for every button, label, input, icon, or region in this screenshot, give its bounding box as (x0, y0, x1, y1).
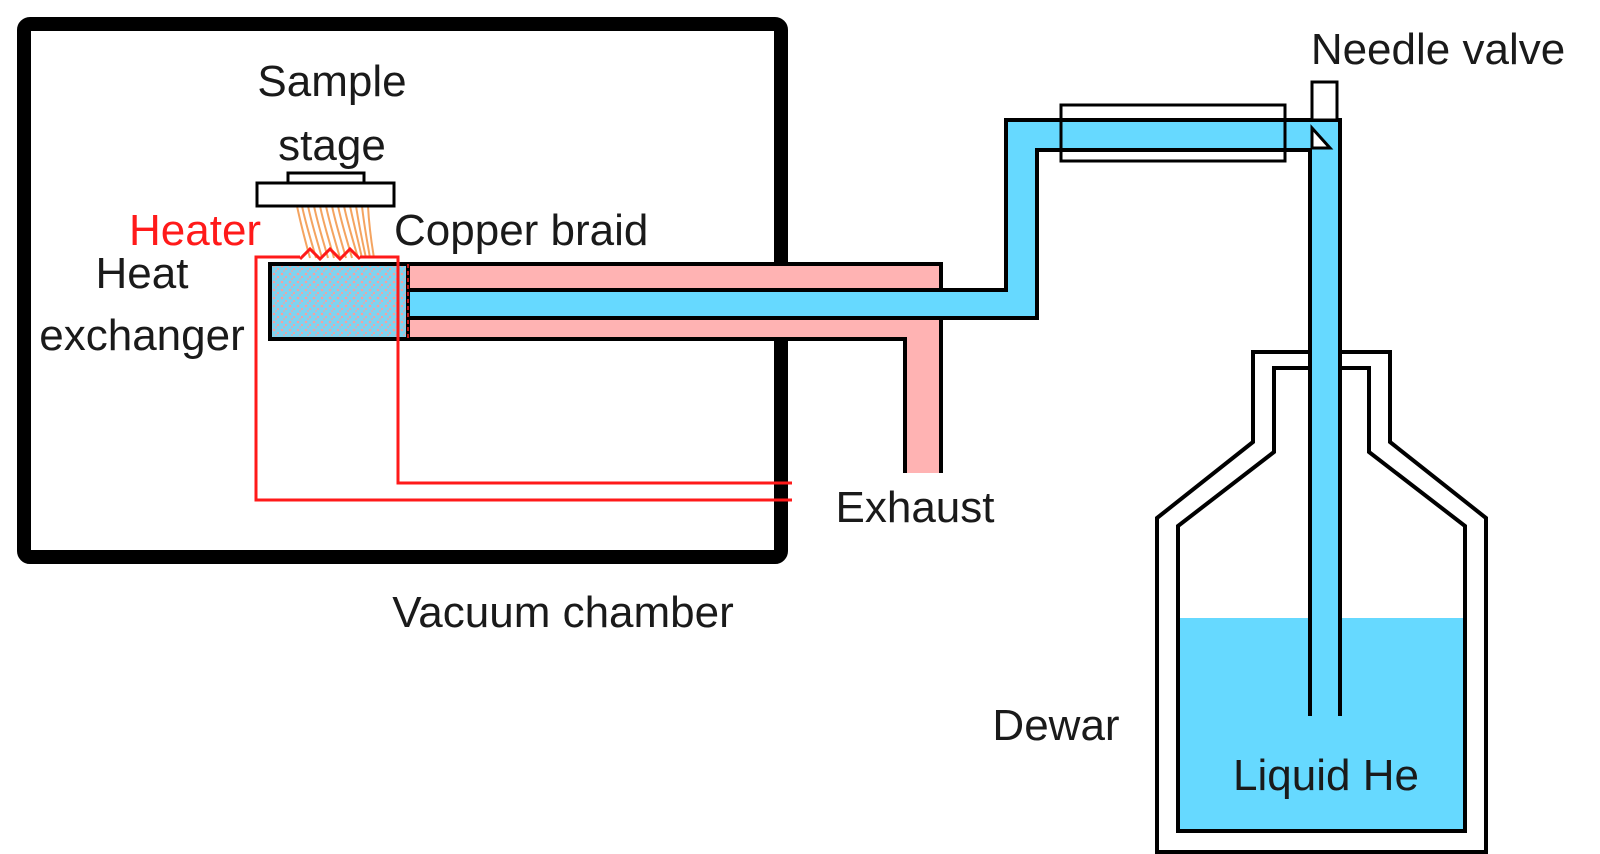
sample-holder (286, 171, 366, 185)
exhaust-label: Exhaust (836, 483, 995, 532)
dewar-label: Dewar (992, 701, 1119, 750)
vacuum-chamber-label: Vacuum chamber (392, 588, 734, 637)
copper-braid-label: Copper braid (394, 206, 648, 255)
needle-valve-tip (1310, 124, 1334, 150)
dewar-outer-wall (1155, 350, 1488, 854)
exhaust-tube-outline (270, 262, 943, 473)
heat-exchanger-label-line1: Heat (96, 249, 189, 298)
heater-wire-inner (360, 255, 792, 485)
transfer-line-jacket (1059, 103, 1287, 163)
heat-exchanger-label-line2: exchanger (39, 311, 244, 360)
heater-element (298, 246, 362, 262)
liquid-he-label: Liquid He (1233, 751, 1419, 800)
liquid-helium (1178, 618, 1465, 831)
sample-stage-label-line1: Sample (257, 57, 406, 106)
sample-stage-base (255, 181, 396, 208)
sample-stage-label-line2: stage (278, 121, 386, 170)
heater-label: Heater (129, 206, 261, 255)
needle-valve-stem (1310, 80, 1339, 122)
heater-wire-outer (254, 255, 792, 502)
transfer-line-in-dewar (1310, 340, 1340, 716)
dewar-inner-wall (1176, 366, 1467, 833)
heat-exchanger (268, 262, 410, 341)
needle-valve-label: Needle valve (1311, 25, 1565, 74)
